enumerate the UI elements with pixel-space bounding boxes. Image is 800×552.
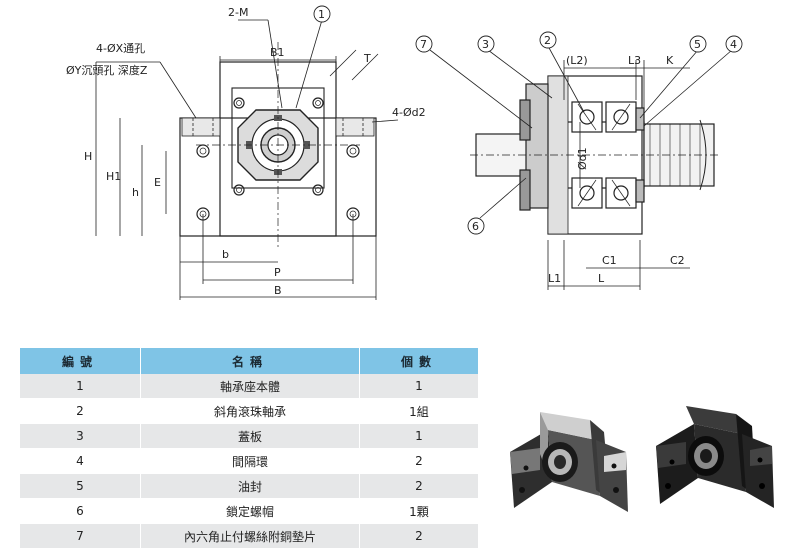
table-row: 5 油封 2 [20,473,478,499]
side-view-dimensions [429,45,733,290]
label-t: T [363,52,371,65]
front-view-dimensions [95,19,399,300]
label-c2: C2 [670,254,685,267]
header-quantity: 個數 [359,348,478,374]
label-l1: L1 [548,272,561,285]
front-view-labels: 2-M 1 B1 4-ØX通孔 ØY沉頭孔 深度Z T 4-Ød2 H H1 h… [66,5,426,297]
callout-6: 6 [472,220,479,233]
table-header-row: 編號 名稱 個數 [20,348,478,374]
front-view [179,42,377,248]
table-row: 3 蓋板 1 [20,423,478,449]
side-view-labels: 7 3 2 5 4 6 (L2) L3 K Ød1 C1 C2 L1 L [415,31,743,285]
label-2m: 2-M [228,6,248,19]
table-row: 2 斜角滾珠軸承 1組 [20,398,478,424]
row-name: 油封 [140,473,360,499]
row-number: 3 [20,423,141,449]
label-l: L [598,272,605,285]
row-number: 1 [20,374,141,399]
header-number: 編號 [20,348,141,374]
label-h: H [84,150,92,163]
row-number: 2 [20,398,141,424]
row-number: 4 [20,448,141,474]
row-number: 7 [20,523,141,549]
label-b1: B1 [270,46,285,59]
label-d1: Ød1 [576,147,589,170]
product-photo-black [656,406,774,508]
label-p: P [274,266,281,279]
label-h1: H1 [106,170,121,183]
label-h-small: h [132,186,139,199]
product-photo-silver [510,412,628,512]
table-row: 4 間隔環 2 [20,448,478,474]
callout-1: 1 [318,8,325,21]
callout-7: 7 [420,38,427,51]
label-l3: L3 [628,54,641,67]
row-name: 軸承座本體 [140,374,360,399]
row-name: 鎖定螺帽 [140,498,360,524]
table-row: 6 鎖定螺帽 1顆 [20,498,478,524]
label-d2: 4-Ød2 [392,106,426,119]
row-name: 斜角滾珠軸承 [140,398,360,424]
row-number: 5 [20,473,141,499]
row-quantity: 1 [359,423,478,449]
label-c1: C1 [602,254,617,267]
table-row: 1 軸承座本體 1 [20,374,478,399]
row-name: 內六角止付螺絲附銅墊片 [140,523,360,549]
row-quantity: 2 [359,473,478,499]
label-b-big: B [274,284,282,297]
callout-5: 5 [694,38,701,51]
callout-2: 2 [544,34,551,47]
label-hole-y: ØY沉頭孔 深度Z [66,63,148,77]
row-name: 間隔環 [140,448,360,474]
row-quantity: 1 [359,374,478,399]
row-quantity: 2 [359,523,478,549]
label-l2: (L2) [566,54,588,67]
row-name: 蓋板 [140,423,360,449]
side-view [470,75,720,235]
row-quantity: 2 [359,448,478,474]
table-row: 7 內六角止付螺絲附銅墊片 2 [20,523,478,549]
label-k: K [666,54,674,67]
label-e: E [154,176,161,189]
row-number: 6 [20,498,141,524]
label-b-small: b [222,248,229,261]
callout-3: 3 [482,38,489,51]
parts-table: 編號 名稱 個數 1 軸承座本體 1 2 斜角滾珠軸承 1組 3 蓋板 1 4 … [20,348,478,549]
callout-4: 4 [730,38,737,51]
row-quantity: 1顆 [359,498,478,524]
header-name: 名稱 [140,348,360,374]
row-quantity: 1組 [359,398,478,424]
label-hole-x: 4-ØX通孔 [96,42,145,55]
